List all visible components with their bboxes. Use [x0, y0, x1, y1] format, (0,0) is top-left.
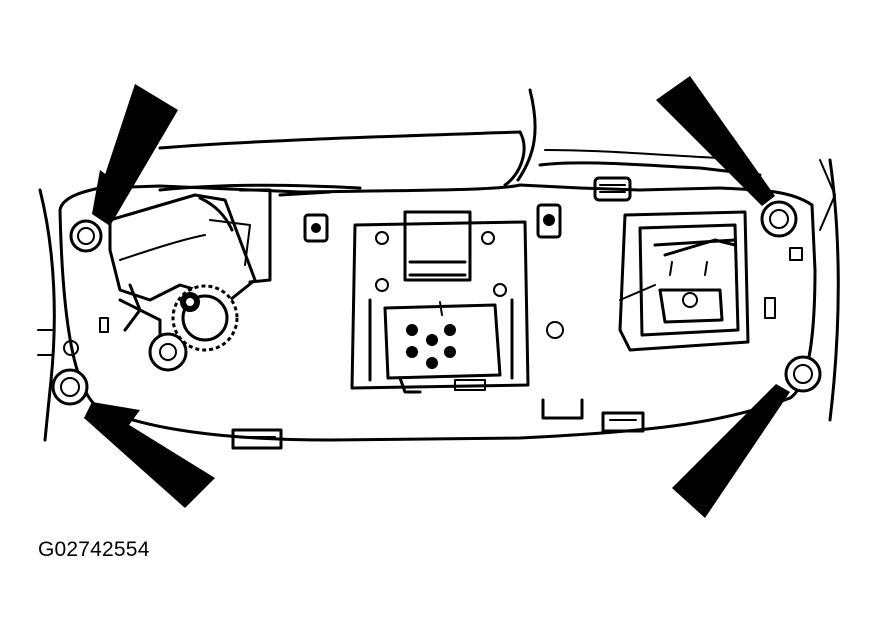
gear-icon	[171, 284, 239, 352]
figure-id-label: G02742554	[38, 538, 150, 561]
top-trim	[158, 88, 762, 197]
arrow-icon-bottom-right	[672, 384, 790, 518]
arrow-icon-top-left	[92, 84, 178, 226]
screw-hole-top-left	[69, 219, 103, 253]
small-hole-left	[63, 340, 79, 356]
arrow-icon-top-right	[656, 76, 775, 206]
right-control-module	[618, 210, 803, 352]
screw-hole-bottom-left	[51, 368, 89, 406]
panel-housing	[37, 158, 840, 442]
screw-hole-bottom-right	[784, 355, 822, 393]
small-hole-center	[546, 321, 564, 339]
bottom-tabs	[231, 398, 645, 450]
arrow-icon-bottom-left	[84, 402, 215, 508]
screw-hole-top-right	[760, 200, 798, 238]
center-control-module	[350, 210, 530, 394]
connector-icon	[303, 176, 632, 243]
